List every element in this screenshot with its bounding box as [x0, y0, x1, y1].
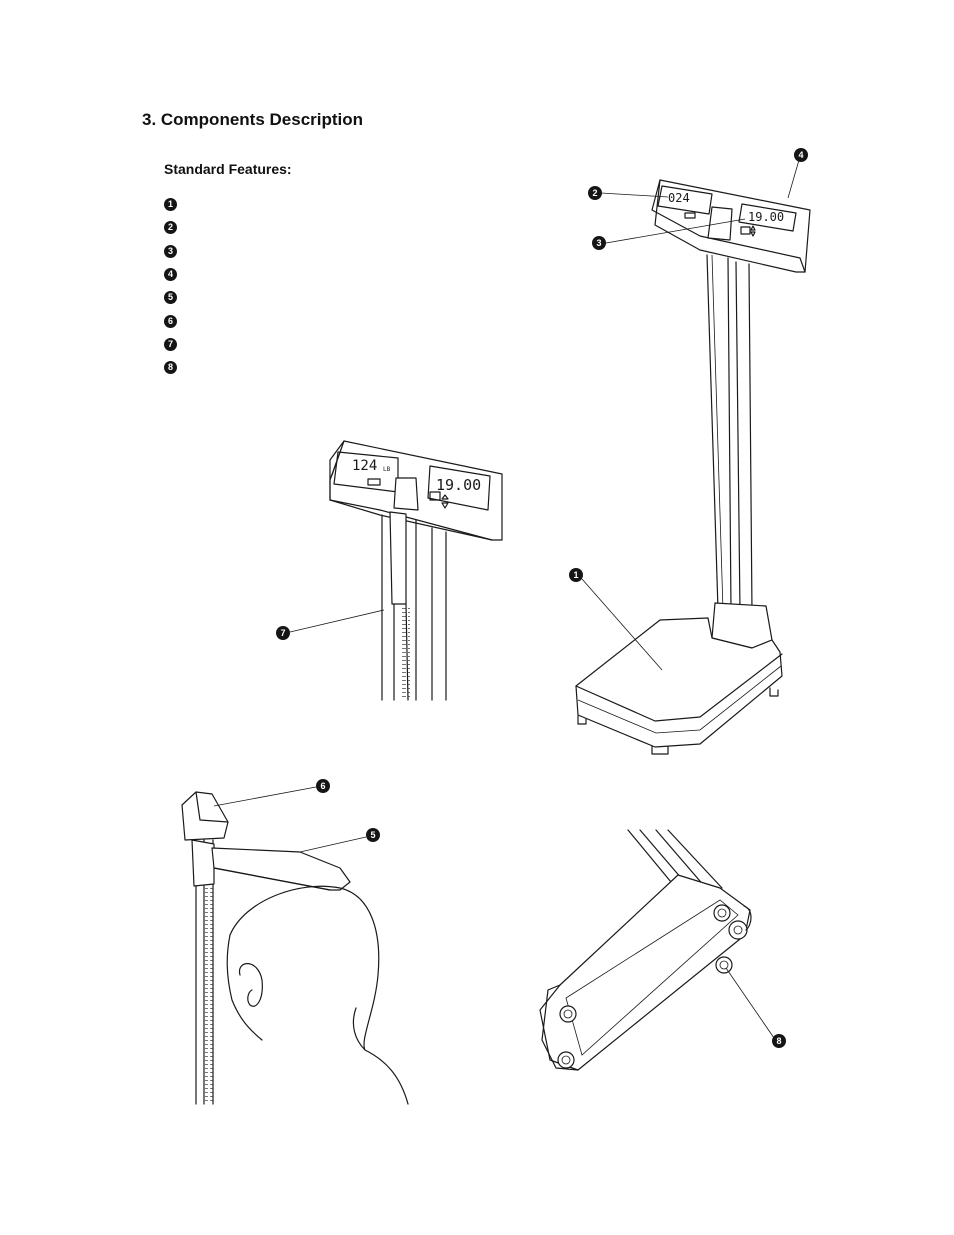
features-subtitle: Standard Features:: [164, 161, 292, 177]
feature-item: 5: [164, 286, 177, 309]
headpiece-drawing: [181, 791, 409, 1105]
height-top-readout: 19.00: [748, 210, 784, 224]
weight-unit-label: LB: [383, 466, 391, 473]
callout-6: 6: [316, 779, 330, 793]
underside-drawing: [539, 829, 752, 1071]
callout-1: 1: [569, 568, 583, 582]
feature-item: 6: [164, 309, 177, 332]
weight-top-readout: 024: [668, 191, 690, 205]
svg-text:2: 2: [592, 188, 597, 198]
feature-number: 3: [164, 244, 177, 258]
feature-number: 5: [164, 291, 177, 305]
feature-number: 6: [164, 314, 177, 328]
svg-text:5: 5: [370, 830, 375, 840]
feature-item: 8: [164, 356, 177, 379]
callout-3: 3: [592, 236, 606, 250]
callout-8: 8: [772, 1034, 786, 1048]
svg-text:8: 8: [776, 1036, 781, 1046]
feature-number: 2: [164, 221, 177, 235]
svg-text:1: 1: [573, 570, 578, 580]
feature-number: 8: [164, 361, 177, 375]
feature-list: 1 2 3 4 5 6 7 8: [164, 193, 177, 379]
weight-readout: 124: [352, 458, 377, 474]
feature-item: 4: [164, 263, 177, 286]
svg-text:4: 4: [798, 150, 803, 160]
feature-item: 7: [164, 333, 177, 356]
full-scale-drawing: 024 19.00: [575, 179, 811, 755]
head-unit-closeup: 124 LB 19.00: [329, 440, 503, 701]
svg-text:6: 6: [320, 781, 325, 791]
height-readout: 19.00: [436, 476, 481, 494]
feature-number: 1: [164, 198, 177, 212]
callout-4: 4: [794, 148, 808, 162]
feature-item: 2: [164, 216, 177, 239]
feature-item: 1: [164, 193, 177, 216]
feature-number: 4: [164, 268, 177, 282]
callout-5: 5: [366, 828, 380, 842]
callout-2: 2: [588, 186, 602, 200]
section-title: 3. Components Description: [142, 110, 364, 129]
leader-lines: [213, 159, 800, 1039]
svg-text:7: 7: [280, 628, 285, 638]
feature-number: 7: [164, 337, 177, 351]
callout-7: 7: [276, 626, 290, 640]
feature-item: 3: [164, 240, 177, 263]
svg-text:3: 3: [596, 238, 601, 248]
